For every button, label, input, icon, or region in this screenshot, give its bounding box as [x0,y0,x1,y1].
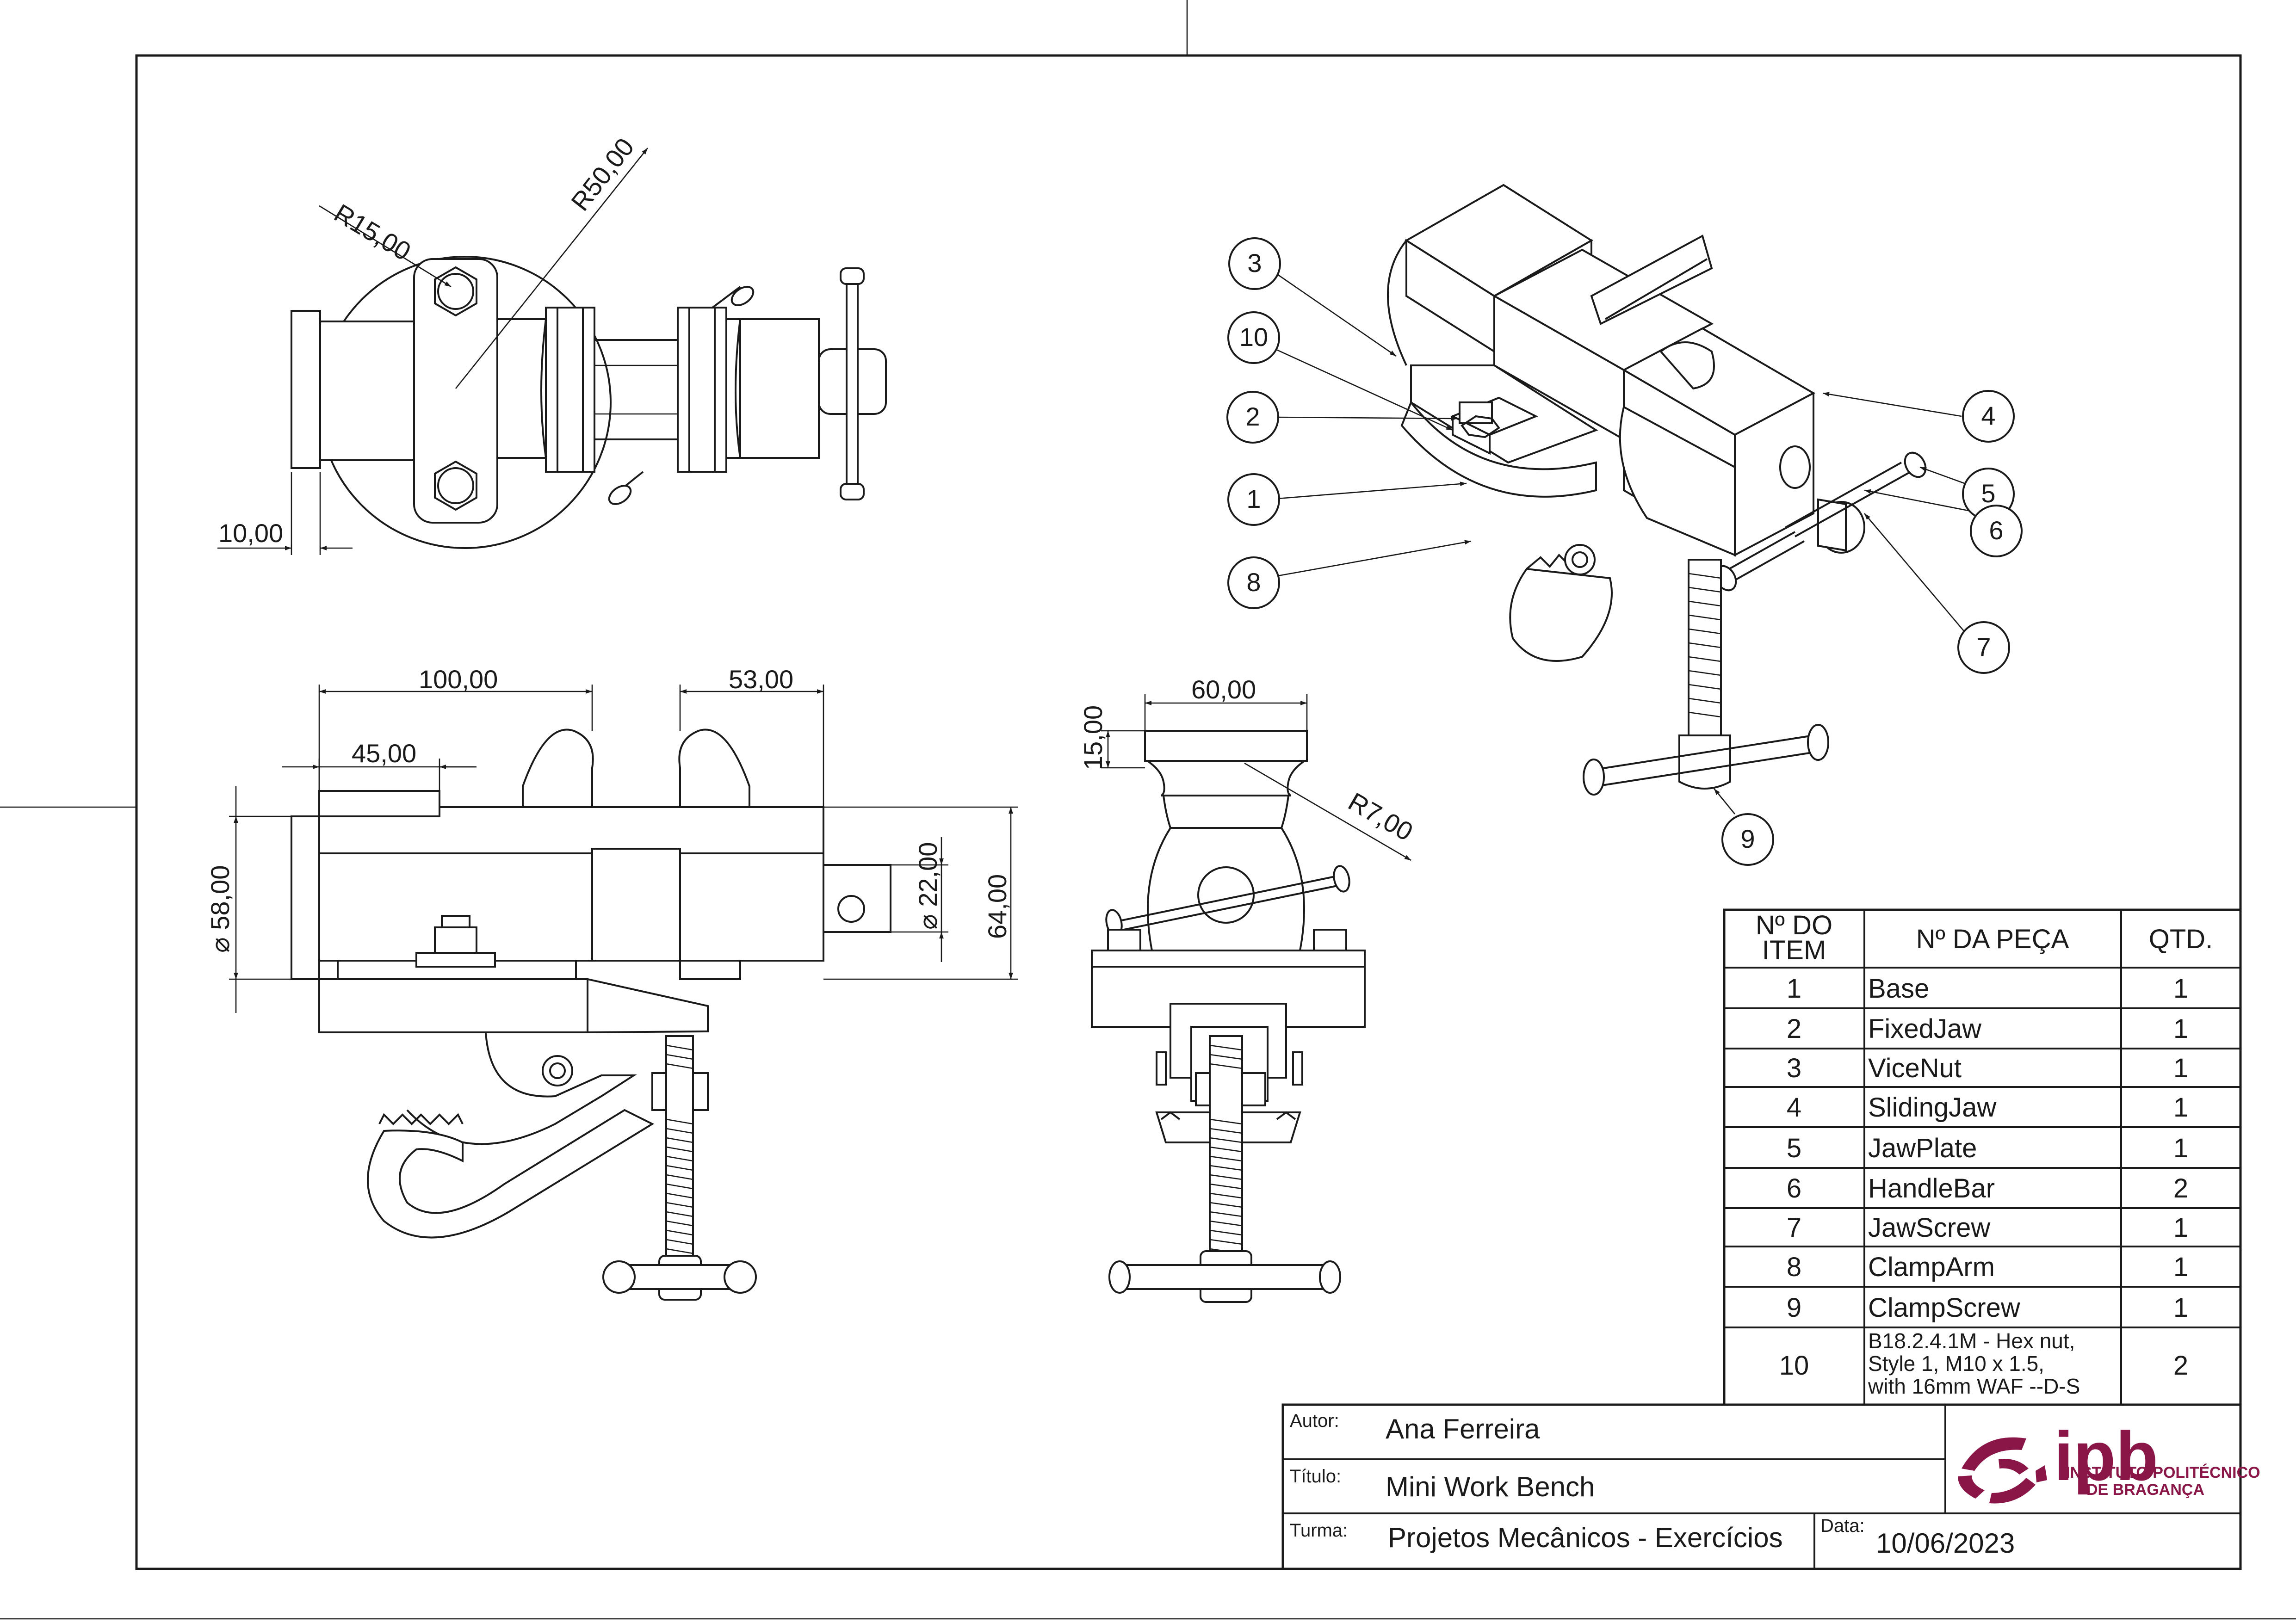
balloon-1: 1 [1227,473,1280,526]
balloon-10: 10 [1227,311,1280,364]
balloon-2: 2 [1226,391,1279,444]
svg-text:5: 5 [1981,479,1995,508]
logo-line2: DE BRAGANÇA [2086,1481,2204,1499]
date-label: Data: [1820,1516,1865,1536]
svg-text:7: 7 [1976,632,1991,661]
author-value: Ana Ferreira [1386,1413,1540,1444]
balloon-8: 8 [1227,556,1280,609]
bom-item: 6 [1787,1173,1801,1203]
class-label: Turma: [1290,1520,1348,1541]
bom-row: 2 FixedJaw 1 [1787,1014,2188,1044]
bom-qty: 2 [2173,1351,2188,1381]
svg-text:4: 4 [1981,401,1995,430]
bom-header-qty: QTD. [2149,924,2213,954]
title-label: Título: [1290,1466,1341,1487]
bom-row: 6 HandleBar 2 [1787,1173,2188,1203]
bom-header-part: Nº DA PEÇA [1916,924,2069,954]
bom-item: 8 [1787,1252,1801,1282]
bom-qty: 1 [2173,1293,2188,1323]
ipb-logo: ipb INSTITUTO POLITÉCNICO DE BRAGANÇA [1958,1417,2260,1504]
dim-53: 53,00 [729,665,793,694]
balloon-6: 6 [1970,505,2023,557]
balloon-4: 4 [1962,390,2015,443]
bom-qty: 2 [2173,1173,2188,1203]
svg-text:3: 3 [1247,248,1262,278]
top-view: R15,00 R50,00 10,00 [217,132,887,555]
bom-header-item-line1: Nº DO [1756,910,1832,940]
balloon-7: 7 [1957,621,2010,674]
bom-item: 5 [1787,1133,1801,1163]
bom-row: 3 ViceNut 1 [1787,1053,2188,1083]
bom-qty: 1 [2173,1053,2188,1083]
dim-10: 10,00 [218,518,283,548]
dim-r7: R7,00 [1343,787,1418,846]
front-view: 100,00 53,00 45,00 ⌀ 58,00 ⌀ 22,00 64,00 [205,665,1018,1301]
bom-part: ClampScrew [1868,1293,2021,1323]
bom-part: SlidingJaw [1868,1092,1997,1123]
dim-15: 15,00 [1078,705,1108,770]
bom-qty: 1 [2173,1014,2188,1044]
bom-item: 3 [1787,1053,1801,1083]
dim-45: 45,00 [352,739,416,768]
dim-dia58: ⌀ 58,00 [205,865,235,953]
bom-header-item-line2: ITEM [1762,935,1826,965]
bom-part: ClampArm [1868,1252,1995,1282]
svg-text:6: 6 [1989,516,2003,545]
logo-line1: INSTITUTO POLITÉCNICO [2066,1464,2260,1481]
dim-r50: R50,00 [565,132,640,216]
bom-qty: 1 [2173,974,2188,1004]
date-value: 10/06/2023 [1876,1528,2015,1559]
dim-100: 100,00 [419,665,498,694]
bom-item: 9 [1787,1293,1801,1323]
class-value: Projetos Mecânicos - Exercícios [1388,1522,1783,1553]
title-block: Autor: Ana Ferreira Título: Mini Work Be… [1281,1403,2260,1570]
balloon-9: 9 [1721,813,1774,866]
bom-row: 4 SlidingJaw 1 [1787,1092,2188,1123]
bom-row: 10 B18.2.4.1M - Hex nut, Style 1, M10 x … [1779,1329,2188,1398]
isometric-view [1387,184,1927,796]
bom-part: JawPlate [1868,1133,1977,1163]
bom-qty: 1 [2173,1213,2188,1243]
title-value: Mini Work Bench [1386,1471,1595,1502]
bom-part-line: with 16mm WAF --D-S [1868,1374,2080,1398]
dim-64: 64,00 [983,874,1012,939]
bom-qty: 1 [2173,1252,2188,1282]
bom-part: HandleBar [1868,1173,1995,1203]
dim-dia22: ⌀ 22,00 [913,842,942,930]
author-label: Autor: [1290,1411,1339,1431]
bom-part: ViceNut [1868,1053,1962,1083]
svg-text:1: 1 [1246,484,1261,513]
bom-part: FixedJaw [1868,1014,1982,1044]
bom-item: 4 [1787,1092,1801,1123]
logo-mark: ipb [2054,1417,2158,1495]
bom-item: 1 [1787,974,1801,1004]
svg-text:2: 2 [1245,402,1260,431]
svg-text:8: 8 [1246,568,1261,597]
bom-item: 2 [1787,1014,1801,1044]
bom-item: 10 [1779,1351,1809,1381]
bom-row: 7 JawScrew 1 [1787,1213,2188,1243]
bom-row: 8 ClampArm 1 [1787,1252,2188,1282]
bom-part-line: Style 1, M10 x 1.5, [1868,1351,2044,1376]
balloon-leaders [1268,267,1971,815]
bom-row: 1 Base 1 [1787,974,2188,1004]
svg-text:9: 9 [1740,824,1755,853]
bom-part-line: B18.2.4.1M - Hex nut, [1868,1329,2075,1353]
bom-qty: 1 [2173,1092,2188,1123]
bom-qty: 1 [2173,1133,2188,1163]
svg-text:10: 10 [1239,322,1268,352]
side-view: 60,00 15,00 R7,00 [1078,675,1418,1303]
bom-row: 9 ClampScrew 1 [1787,1293,2188,1323]
dim-r15: R15,00 [329,198,416,266]
bom-table: Nº DO ITEM Nº DA PEÇA QTD. 1 Base 1 2 Fi… [1723,908,2242,1406]
bom-row: 5 JawPlate 1 [1787,1133,2188,1163]
dim-60: 60,00 [1191,675,1256,704]
bom-part: JawScrew [1868,1213,1991,1243]
ipb-swirl-mark [1958,1437,2047,1504]
bom-part: Base [1868,974,1929,1004]
balloon-3: 3 [1228,237,1281,290]
bom-item: 7 [1787,1213,1801,1243]
